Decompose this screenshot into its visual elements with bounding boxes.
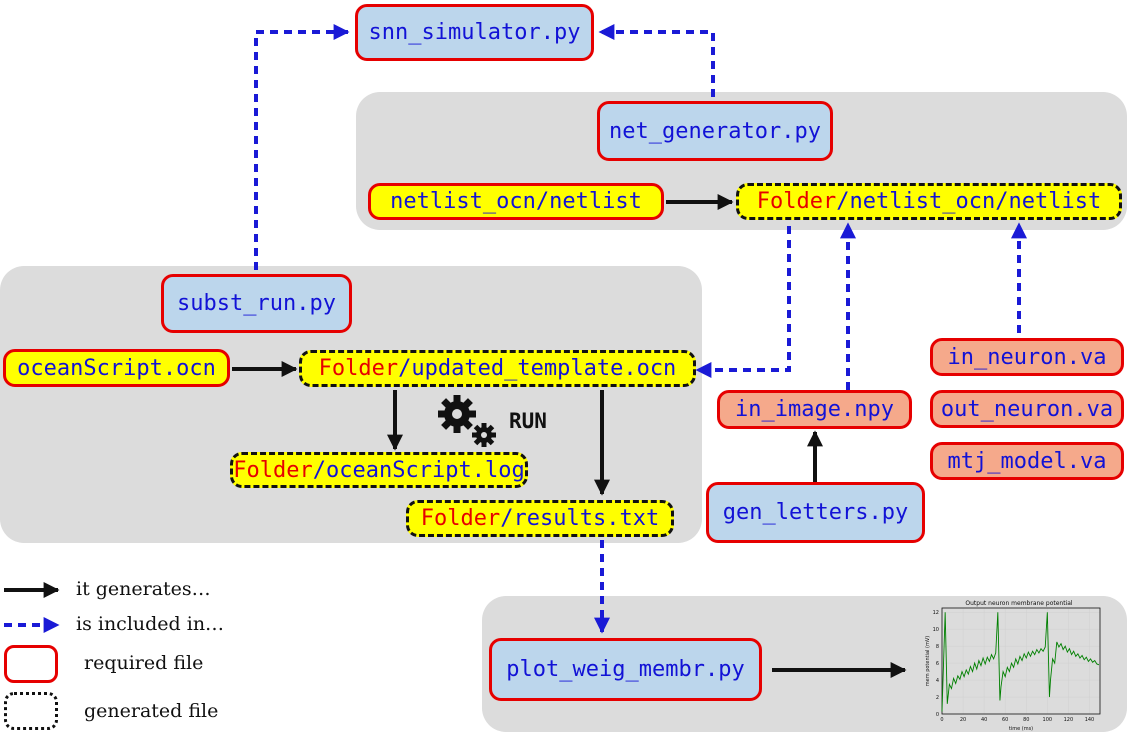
legend-generated-label: generated file bbox=[84, 700, 219, 722]
chart-x-tick-label: 20 bbox=[960, 717, 966, 723]
legend-generated-swatch bbox=[4, 692, 58, 730]
plot-node: plot_weig_membr.py bbox=[489, 638, 762, 701]
net-generator-label: net_generator.py bbox=[609, 118, 821, 144]
in-image-node: in_image.npy bbox=[717, 390, 912, 429]
legend-included-label: is included in… bbox=[76, 613, 225, 635]
ocean-script-label: oceanScript.ocn bbox=[17, 355, 216, 381]
ocean-script-node: oceanScript.ocn bbox=[3, 349, 230, 387]
included-arrow-netlist-to-template bbox=[695, 226, 791, 378]
chart-y-tick-label: 6 bbox=[936, 661, 939, 667]
folder-netlist-label: /netlist_ocn/netlist bbox=[836, 189, 1102, 214]
folder-prefix-template: Folder bbox=[318, 356, 399, 381]
results-label: /results.txt bbox=[500, 506, 660, 531]
plot-label: plot_weig_membr.py bbox=[506, 657, 745, 682]
mtj-model-label: mtj_model.va bbox=[947, 448, 1107, 474]
folder-prefix-netlist: Folder bbox=[756, 189, 837, 214]
mtj-model-node: mtj_model.va bbox=[930, 442, 1124, 480]
included-arrow-netgen-to-snn bbox=[598, 24, 715, 97]
ocean-log-label: /oceanScript.log bbox=[312, 457, 525, 483]
in-neuron-label: in_neuron.va bbox=[947, 344, 1107, 370]
legend-required-swatch bbox=[4, 645, 58, 683]
ocean-log-node: Folder/oceanScript.log bbox=[230, 452, 528, 488]
run-label: RUN bbox=[509, 409, 547, 433]
snn-simulator-node: snn_simulator.py bbox=[355, 4, 594, 61]
gen-letters-node: gen_letters.py bbox=[706, 482, 925, 543]
folder-netlist-node: Folder/netlist_ocn/netlist bbox=[736, 183, 1122, 220]
chart-x-tick-label: 140 bbox=[1085, 717, 1095, 723]
netlist-source-label: netlist_ocn/netlist bbox=[390, 189, 642, 214]
chart-y-tick-label: 8 bbox=[936, 644, 939, 650]
snn-simulator-label: snn_simulator.py bbox=[368, 20, 581, 45]
netlist-source-node: netlist_ocn/netlist bbox=[368, 183, 664, 220]
chart-grid bbox=[941, 608, 1100, 715]
chart-y-tick-label: 2 bbox=[936, 695, 939, 701]
in-image-label: in_image.npy bbox=[735, 397, 894, 422]
chart-title: Output neuron membrane potential bbox=[965, 600, 1073, 607]
updated-template-label: /updated_template.ocn bbox=[398, 356, 677, 381]
chart-x-tick-label: 0 bbox=[940, 717, 943, 723]
out-neuron-node: out_neuron.va bbox=[930, 390, 1124, 428]
chart-x-axis-label: time (ms) bbox=[1009, 726, 1033, 732]
chart-y-tick-label: 0 bbox=[936, 712, 939, 718]
chart-frame bbox=[941, 607, 1101, 715]
net-generator-node: net_generator.py bbox=[597, 101, 833, 161]
chart-x-tick-label: 40 bbox=[981, 717, 987, 723]
folder-prefix-log: Folder bbox=[233, 457, 313, 483]
results-node: Folder/results.txt bbox=[406, 500, 674, 537]
out-neuron-label: out_neuron.va bbox=[940, 396, 1114, 422]
chart-x-tick-label: 100 bbox=[1043, 717, 1053, 723]
chart-series-line bbox=[941, 612, 1100, 712]
in-neuron-node: in_neuron.va bbox=[930, 338, 1124, 376]
gears-icon bbox=[438, 395, 496, 447]
subst-run-label: subst_run.py bbox=[177, 291, 336, 316]
chart-x-tick-label: 120 bbox=[1064, 717, 1074, 723]
updated-template-node: Folder/updated_template.ocn bbox=[299, 350, 696, 387]
legend-required-label: required file bbox=[84, 652, 204, 674]
subst-run-node: subst_run.py bbox=[161, 274, 352, 333]
legend-generates-label: it generates… bbox=[76, 578, 211, 600]
folder-prefix-results: Folder bbox=[420, 506, 501, 531]
chart-y-tick-label: 10 bbox=[933, 627, 939, 633]
gen-letters-label: gen_letters.py bbox=[722, 500, 909, 525]
chart-ticks: 0 20 40 60 80 100 120 140 0 2 4 6 8 10 12 bbox=[933, 610, 1095, 723]
chart-y-tick-label: 12 bbox=[933, 610, 939, 616]
chart-x-tick-label: 60 bbox=[1002, 717, 1008, 723]
included-arrow-subst-to-snn bbox=[254, 24, 350, 270]
chart-x-tick-label: 80 bbox=[1023, 717, 1029, 723]
chart-y-axis-label: mem potential (mV) bbox=[925, 636, 931, 686]
chart-y-tick-label: 4 bbox=[936, 678, 939, 684]
